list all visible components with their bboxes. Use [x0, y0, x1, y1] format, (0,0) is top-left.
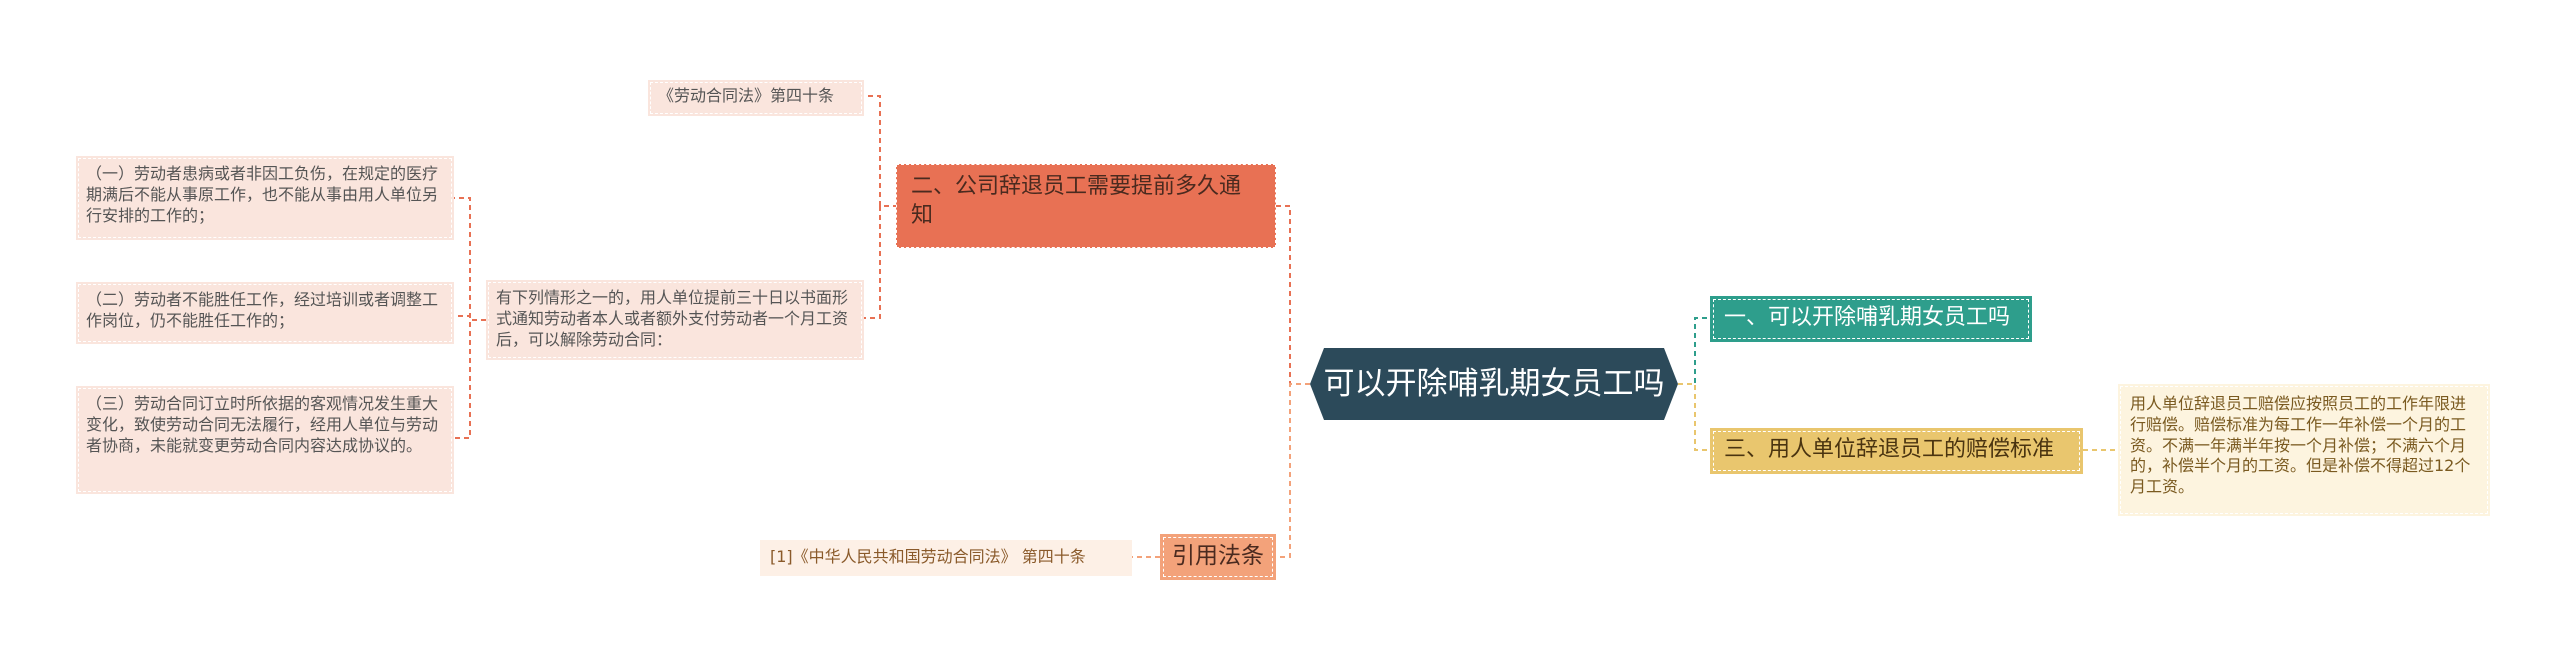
- leaf-labor-law-40[interactable]: 《劳动合同法》第四十条: [648, 80, 864, 116]
- branch-can-fire-label: 一、可以开除哺乳期女员工吗: [1724, 305, 2011, 330]
- branch-notice[interactable]: 二、公司辞退员工需要提前多久通知: [896, 164, 1276, 248]
- root-label: 可以开除哺乳期女员工吗: [1323, 365, 1665, 402]
- branch-law-ref-label: 引用法条: [1172, 543, 1264, 569]
- leaf-compensation-desc-text: 用人单位辞退员工赔偿应按照员工的工作年限进行赔偿。赔偿标准为每工作一年补偿一个月…: [2130, 394, 2471, 497]
- branch-can-fire[interactable]: 一、可以开除哺乳期女员工吗: [1710, 296, 2032, 342]
- leaf-case-1[interactable]: （一）劳动者患病或者非因工负伤，在规定的医疗期满后不能从事原工作，也不能从事由用…: [76, 156, 454, 240]
- leaf-case-1-text: （一）劳动者患病或者非因工负伤，在规定的医疗期满后不能从事原工作，也不能从事由用…: [86, 164, 439, 225]
- leaf-compensation-desc[interactable]: 用人单位辞退员工赔偿应按照员工的工作年限进行赔偿。赔偿标准为每工作一年补偿一个月…: [2118, 384, 2490, 516]
- leaf-case-2-text: （二）劳动者不能胜任工作，经过培训或者调整工作岗位，仍不能胜任工作的；: [86, 290, 439, 330]
- leaf-law-citation-text: [1]《中华人民共和国劳动合同法》 第四十条: [770, 547, 1086, 566]
- branch-compensation[interactable]: 三、用人单位辞退员工的赔偿标准: [1710, 428, 2083, 474]
- branch-notice-label: 二、公司辞退员工需要提前多久通知: [911, 174, 1242, 228]
- root-node[interactable]: 可以开除哺乳期女员工吗: [1310, 348, 1678, 420]
- leaf-law-citation[interactable]: [1]《中华人民共和国劳动合同法》 第四十条: [760, 540, 1132, 576]
- leaf-case-3[interactable]: （三）劳动合同订立时所依据的客观情况发生重大变化，致使劳动合同无法履行，经用人单…: [76, 386, 454, 494]
- leaf-notice-desc[interactable]: 有下列情形之一的，用人单位提前三十日以书面形式通知劳动者本人或者额外支付劳动者一…: [486, 280, 864, 360]
- branch-law-ref[interactable]: 引用法条: [1160, 534, 1276, 580]
- branch-compensation-label: 三、用人单位辞退员工的赔偿标准: [1724, 437, 2055, 462]
- leaf-labor-law-40-text: 《劳动合同法》第四十条: [658, 86, 835, 105]
- leaf-case-2[interactable]: （二）劳动者不能胜任工作，经过培训或者调整工作岗位，仍不能胜任工作的；: [76, 282, 454, 344]
- leaf-notice-desc-text: 有下列情形之一的，用人单位提前三十日以书面形式通知劳动者本人或者额外支付劳动者一…: [496, 288, 849, 349]
- leaf-case-3-text: （三）劳动合同订立时所依据的客观情况发生重大变化，致使劳动合同无法履行，经用人单…: [86, 394, 439, 455]
